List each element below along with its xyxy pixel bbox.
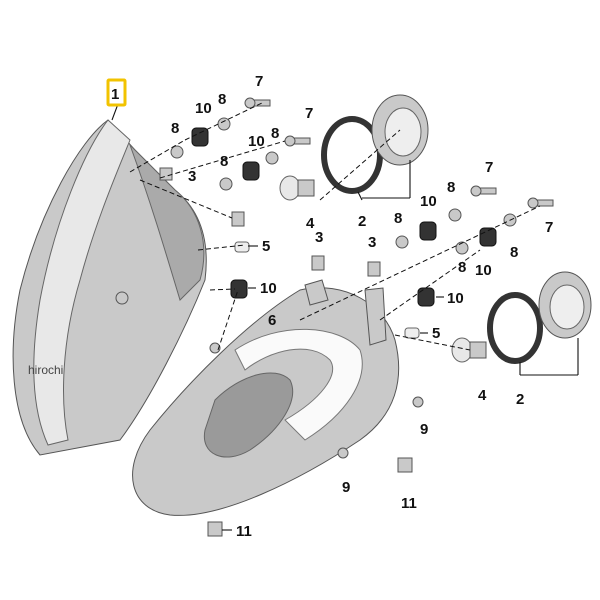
washer-6 <box>448 208 462 222</box>
callout-9: 9 <box>420 421 428 438</box>
callout-1: 1 <box>111 86 119 103</box>
callout-7: 7 <box>545 219 553 236</box>
callout-11: 11 <box>236 523 252 540</box>
clip-6 <box>231 211 245 227</box>
callout-labels: 1 7 10 8 7 8 10 8 3 8 4 2 7 10 8 8 7 3 3… <box>111 73 553 540</box>
rubber-mount-6 <box>417 287 435 307</box>
callout-2: 2 <box>358 213 366 230</box>
washer-5 <box>395 235 409 249</box>
callout-8: 8 <box>394 210 402 227</box>
leader-lines <box>111 102 579 531</box>
callout-8: 8 <box>271 125 279 142</box>
screw-4 <box>527 197 554 209</box>
callout-10: 10 <box>195 100 212 117</box>
clip-4 <box>397 457 413 473</box>
bulb-upper <box>279 175 315 201</box>
screw-2 <box>284 135 311 147</box>
callout-5: 5 <box>262 238 270 255</box>
bulb-lower <box>451 337 487 363</box>
rubber-mount-1 <box>191 127 209 147</box>
washer-3 <box>219 177 233 191</box>
callout-8: 8 <box>218 91 226 108</box>
callout-7: 7 <box>255 73 263 90</box>
callout-10: 10 <box>420 193 437 210</box>
screw-9-a <box>412 396 424 408</box>
watermark-text: hirochi <box>28 363 63 377</box>
callout-3: 3 <box>188 168 196 185</box>
clip-1 <box>159 167 173 181</box>
callout-8: 8 <box>510 244 518 261</box>
washer-7 <box>455 241 469 255</box>
rubber-mount-2 <box>242 161 260 181</box>
callout-7: 7 <box>305 105 313 122</box>
screw-9-b <box>337 447 349 459</box>
callout-8: 8 <box>220 153 228 170</box>
callout-7: 7 <box>485 159 493 176</box>
clip-5 <box>207 521 223 537</box>
highlight-box <box>106 78 127 107</box>
rubber-mount-5 <box>230 279 248 299</box>
washer-2 <box>217 117 231 131</box>
washer-4 <box>265 151 279 165</box>
callout-2: 2 <box>516 391 524 408</box>
seal-ring-lower <box>487 292 543 364</box>
small-bulb-1 <box>234 241 250 253</box>
headlight-housing-right <box>132 279 400 516</box>
callout-8: 8 <box>447 179 455 196</box>
callout-4: 4 <box>306 215 315 232</box>
callout-3: 3 <box>315 229 323 246</box>
rubber-mount-3 <box>419 221 437 241</box>
small-bulb-2 <box>404 327 420 339</box>
cover-cap-lower <box>538 271 592 339</box>
callout-11: 11 <box>401 495 417 512</box>
callout-10: 10 <box>260 280 277 297</box>
callout-10: 10 <box>248 133 265 150</box>
callout-4: 4 <box>478 387 487 404</box>
callout-5: 5 <box>432 325 440 342</box>
callout-9: 9 <box>342 479 350 496</box>
callout-10: 10 <box>475 262 492 279</box>
callout-8: 8 <box>171 120 179 137</box>
clip-3 <box>367 261 381 277</box>
washer-1 <box>170 145 184 159</box>
clip-2 <box>311 255 325 271</box>
callout-8: 8 <box>458 259 466 276</box>
screw-1 <box>244 97 271 109</box>
callout-6: 6 <box>268 312 276 329</box>
callout-10: 10 <box>447 290 464 307</box>
callout-3: 3 <box>368 234 376 251</box>
screw-3 <box>470 185 497 197</box>
